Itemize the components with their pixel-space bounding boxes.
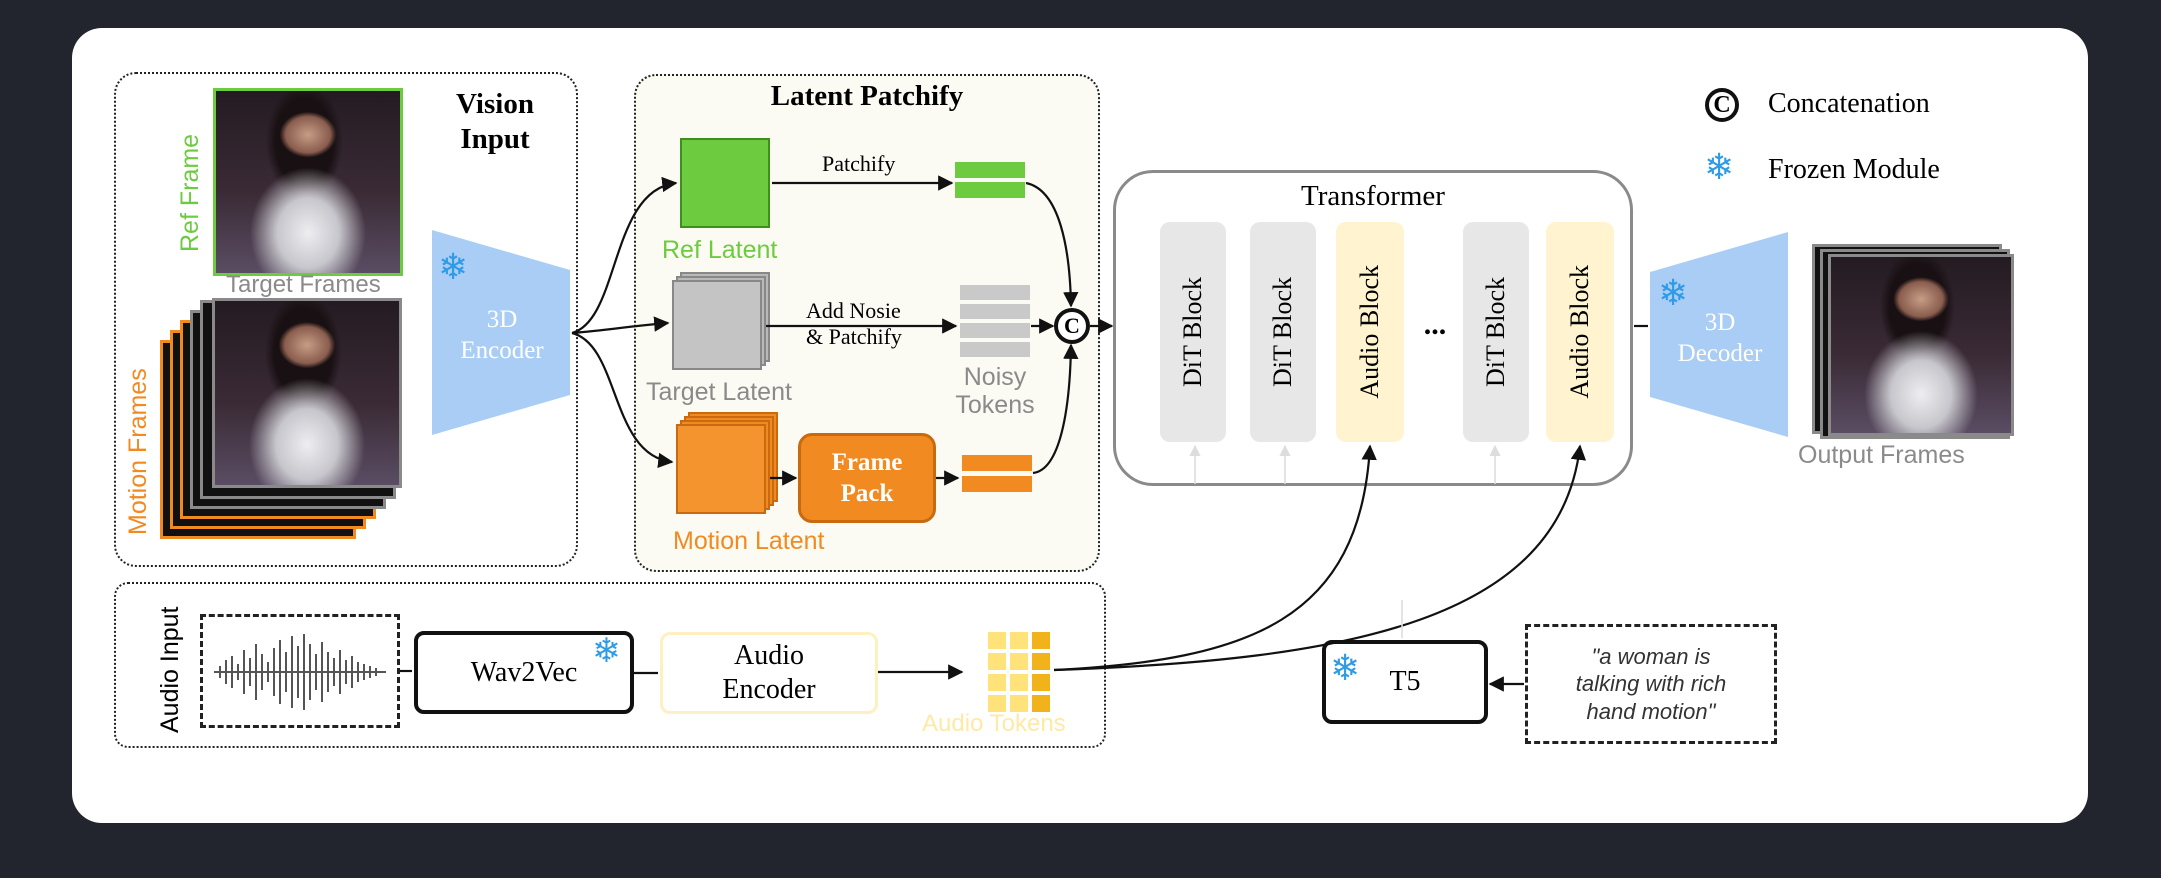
prompt-line3: hand motion" <box>1586 698 1716 724</box>
noise-label: Add Nosie & Patchify <box>806 298 902 351</box>
ref-frame-image <box>213 88 403 276</box>
waveform-icon <box>214 634 386 710</box>
t5-box: T5 <box>1322 640 1488 724</box>
decoder-frozen-icon: ❄ <box>1658 273 1689 314</box>
audio-token <box>988 695 1006 712</box>
wav2vec-box: Wav2Vec <box>414 631 634 714</box>
noisy-tokens-line1: Noisy <box>963 363 1027 391</box>
motion-latent-block <box>676 424 766 514</box>
audio-token <box>1010 695 1028 712</box>
t5-frozen-icon: ❄ <box>1330 648 1361 689</box>
latent-patchify-title: Latent Patchify <box>770 80 964 112</box>
vision-title-line2: Input <box>460 123 530 155</box>
motion-token <box>962 476 1032 492</box>
encoder-line2: Encoder <box>460 337 544 364</box>
audio-encoder-line2: Encoder <box>722 674 816 705</box>
wav2vec-frozen-icon: ❄ <box>592 631 621 671</box>
audio-encoder-line1: Audio <box>734 640 804 672</box>
decoder-shape <box>1650 232 1788 437</box>
frozen-legend-icon: ❄ <box>1704 147 1735 188</box>
decoder-label: 3D Decoder <box>1650 298 1790 378</box>
target-latent-block <box>672 280 762 370</box>
noise-label-line2: & Patchify <box>806 324 902 350</box>
vision-title-line1: Vision <box>456 88 534 121</box>
t5-label: T5 <box>1389 666 1421 697</box>
ref-latent-block <box>680 138 770 228</box>
audio-input-box <box>114 582 1106 748</box>
audio-token <box>1010 674 1028 691</box>
concat-legend-label: Concatenation <box>1768 88 1930 119</box>
ellipsis-label: ... <box>1423 308 1447 341</box>
audio-block: Audio Block <box>1336 222 1404 442</box>
audio-token <box>1010 653 1028 670</box>
vision-input-title: Vision Input <box>430 82 560 162</box>
noisy-token <box>960 342 1030 357</box>
motion-token <box>962 455 1032 471</box>
audio-token <box>1010 632 1028 649</box>
target-frames-label: Target Frames <box>226 271 381 298</box>
prompt-line1: "a woman is <box>1591 643 1711 669</box>
frame-pack-box: Frame Pack <box>798 433 936 523</box>
encoder-line1: 3D <box>486 305 518 333</box>
output-frames-label: Output Frames <box>1798 441 1965 469</box>
transformer-box <box>1113 170 1633 486</box>
noise-label-line1: Add Nosie <box>806 298 901 323</box>
audio-token <box>988 653 1006 670</box>
frame-pack-line1: Frame <box>831 448 903 476</box>
noisy-tokens-line2: Tokens <box>955 390 1035 419</box>
patchify-label: Patchify <box>822 151 896 176</box>
audio-token <box>1032 695 1050 712</box>
encoder-frozen-icon: ❄ <box>438 247 469 288</box>
target-frame-image <box>212 298 402 488</box>
audio-tokens-grid <box>988 632 1052 712</box>
motion-latent-label: Motion Latent <box>673 527 825 555</box>
audio-tokens-label: Audio Tokens <box>922 710 1066 737</box>
output-frame-image <box>1828 254 2014 436</box>
frame-pack-line2: Pack <box>840 480 894 507</box>
decoder-line2: Decoder <box>1677 340 1763 367</box>
transformer-title: Transformer <box>1301 180 1445 212</box>
decoder-line1: 3D <box>1704 308 1736 336</box>
audio-encoder-box: Audio Encoder <box>660 632 878 714</box>
dit-block: DiT Block <box>1160 222 1226 442</box>
audio-token <box>1032 632 1050 649</box>
ref-token <box>955 162 1025 178</box>
target-latent-label: Target Latent <box>646 378 792 406</box>
dit-block: DiT Block <box>1250 222 1316 442</box>
waveform-box <box>200 614 400 728</box>
concat-node: C <box>1054 308 1090 344</box>
audio-token <box>988 632 1006 649</box>
noisy-token <box>960 304 1030 319</box>
frozen-legend-label: Frozen Module <box>1768 154 1940 185</box>
encoder-label: 3D Encoder <box>432 295 572 375</box>
audio-token <box>988 674 1006 691</box>
vision-input-box <box>114 72 578 567</box>
audio-token <box>1032 674 1050 691</box>
noisy-token <box>960 285 1030 300</box>
dit-block: DiT Block <box>1463 222 1529 442</box>
concat-icon: C <box>1705 88 1739 122</box>
prompt-box: "a woman is talking with rich hand motio… <box>1525 624 1777 744</box>
noisy-token <box>960 323 1030 338</box>
ref-latent-label: Ref Latent <box>662 236 778 264</box>
audio-token <box>1032 653 1050 670</box>
audio-block: Audio Block <box>1546 222 1614 442</box>
noisy-tokens-label: Noisy Tokens <box>945 363 1045 419</box>
ref-token <box>955 182 1025 198</box>
wav2vec-label: Wav2Vec <box>470 656 578 688</box>
encoder-shape <box>432 230 570 435</box>
prompt-line2: talking with rich <box>1575 671 1727 697</box>
